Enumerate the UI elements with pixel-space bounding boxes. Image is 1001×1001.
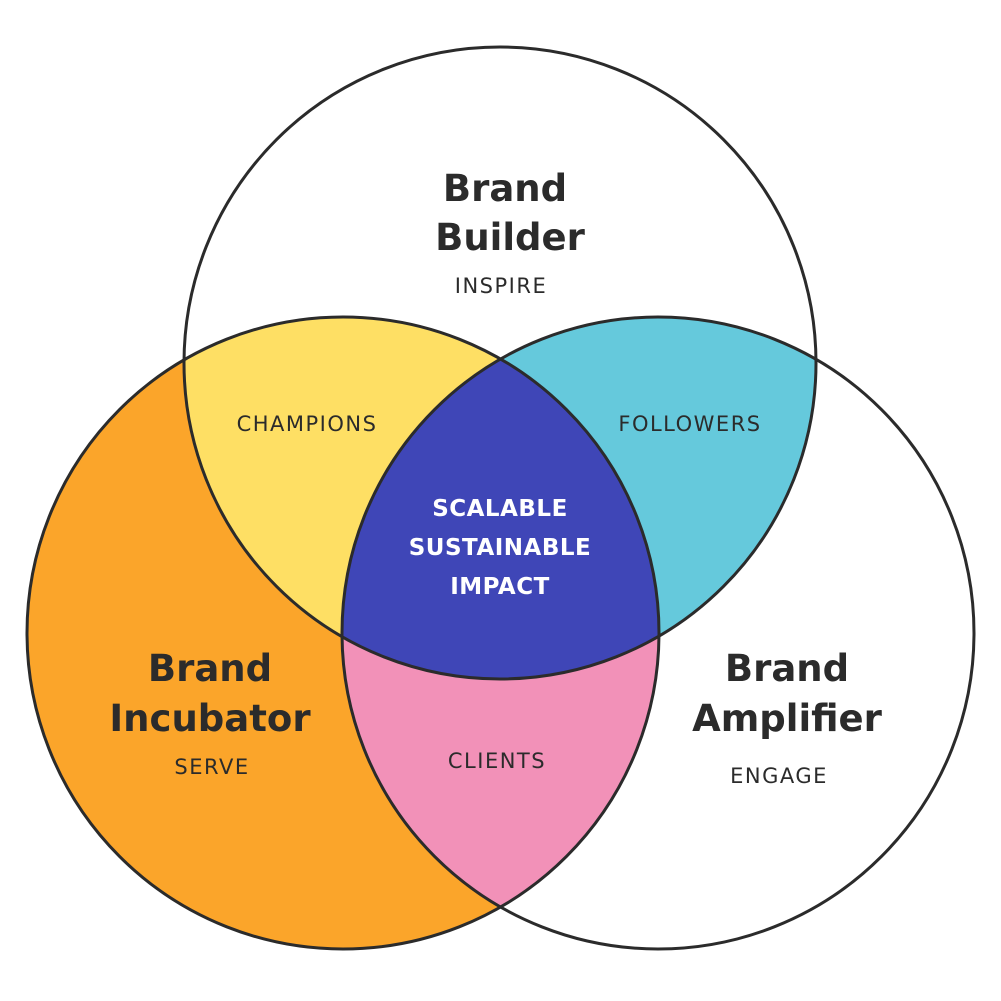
champions-label: CHAMPIONS [237,412,378,436]
center-label-line2: SUSTAINABLE [409,535,592,561]
amplifier-title-line2: Amplifier [692,697,883,740]
circle-incubator-outline [25,315,661,951]
builder-subtitle: INSPIRE [455,274,547,298]
center-label-line3: IMPACT [450,574,550,600]
incubator-title-line2: Incubator [109,697,311,740]
circle-builder-outline [182,45,818,681]
circle-amplifier-outline [340,315,976,951]
center-label-line1: SCALABLE [432,496,568,522]
followers-label: FOLLOWERS [618,412,761,436]
builder-title-line2: Builder [435,216,585,259]
incubator-title-line1: Brand [148,647,272,690]
incubator-subtitle: SERVE [174,755,249,779]
builder-title-line1: Brand [443,167,567,210]
amplifier-subtitle: ENGAGE [730,764,828,788]
clients-label: CLIENTS [448,749,546,773]
amplifier-title-line1: Brand [725,647,849,690]
